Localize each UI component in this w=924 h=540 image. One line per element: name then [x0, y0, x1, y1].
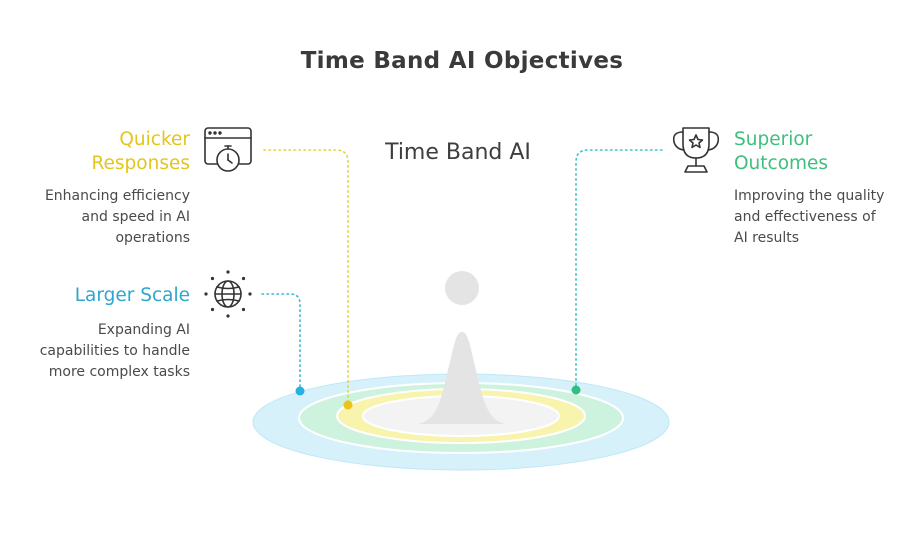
larger-title: Larger Scale [40, 284, 190, 308]
larger-desc-line2: capabilities to handle [39, 343, 190, 359]
center-label: Time Band AI [385, 140, 531, 165]
superior-desc-line1: Improving the quality [734, 188, 885, 204]
quicker-title-line2: Responses [91, 153, 191, 174]
connector-superior [575, 149, 663, 390]
superior-description: Improving the quality and effectiveness … [734, 186, 914, 249]
superior-title-line2: Outcomes [734, 153, 829, 174]
connector-quicker [263, 149, 349, 405]
quicker-title: Quicker Responses [40, 128, 191, 176]
droplet-ball [445, 271, 479, 305]
quicker-desc-line2: and speed in AI [81, 209, 190, 225]
quicker-desc-line1: Enhancing efficiency [44, 188, 190, 204]
node-quicker [343, 400, 353, 410]
node-larger [295, 386, 305, 396]
larger-desc-line3: more complex tasks [48, 364, 190, 380]
superior-desc-line2: and effectiveness of [734, 209, 876, 225]
larger-description: Expanding AI capabilities to handle more… [10, 320, 190, 383]
quicker-title-line1: Quicker [119, 129, 190, 150]
node-superior [571, 385, 581, 395]
globe-icon [204, 270, 252, 318]
diagram-title: Time Band AI Objectives [300, 48, 624, 74]
superior-desc-line3: AI results [734, 230, 800, 246]
larger-title-line1: Larger Scale [74, 285, 190, 306]
droplet-peak [418, 332, 506, 424]
superior-title-line1: Superior [734, 129, 813, 150]
quicker-description: Enhancing efficiency and speed in AI ope… [20, 186, 190, 249]
larger-desc-line1: Expanding AI [97, 322, 190, 338]
stopwatch-window-icon [204, 127, 252, 172]
superior-title: Superior Outcomes [734, 128, 904, 176]
connector-larger [261, 293, 301, 391]
trophy-icon [672, 127, 720, 173]
quicker-desc-line3: operations [115, 230, 190, 246]
